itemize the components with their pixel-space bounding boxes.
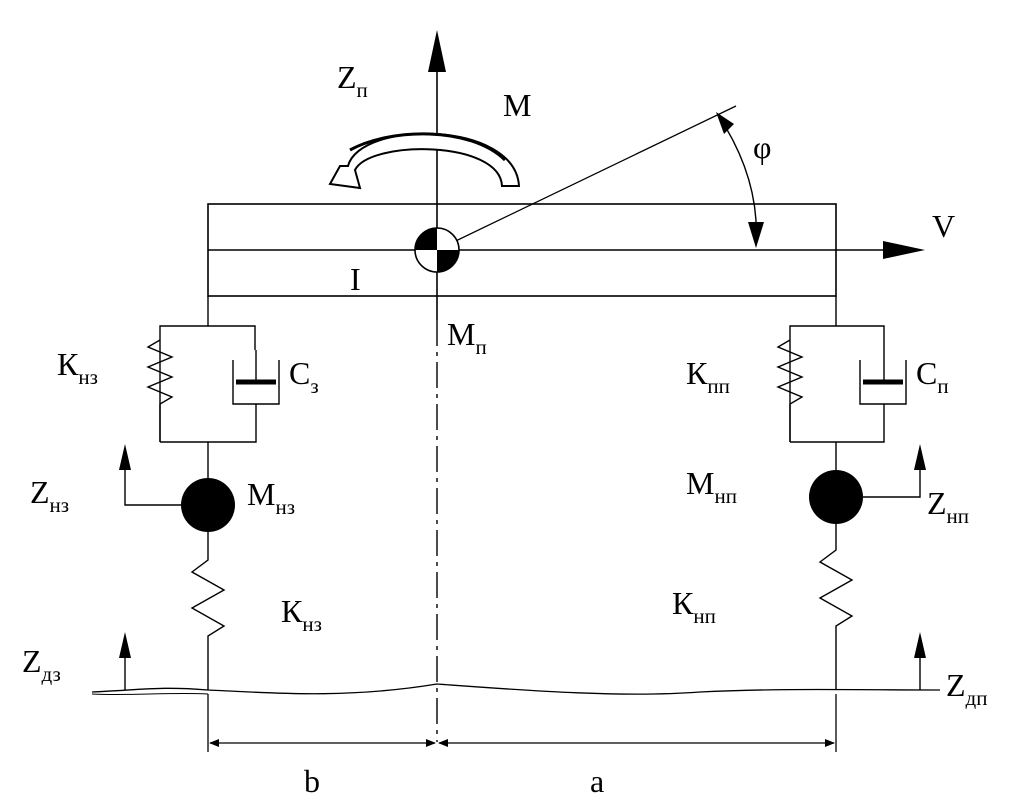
front-tire-spring xyxy=(818,524,854,690)
z-rear-wheel-label: Zнз xyxy=(30,474,69,517)
angle-label: φ xyxy=(753,129,771,165)
front-wheel-mass xyxy=(809,470,863,524)
rear-suspension xyxy=(146,296,280,482)
z-body-label: Zп xyxy=(337,59,368,102)
front-road-z-arrow xyxy=(914,632,926,690)
c-rear-label: Сз xyxy=(289,355,319,398)
k-front-suspension-label: Кпп xyxy=(686,355,730,398)
z-front-road-label: Zдп xyxy=(946,667,987,710)
moment-label: M xyxy=(503,87,531,123)
z-front-wheel-label: Zнп xyxy=(927,485,969,528)
angle-arrow-bottom xyxy=(748,222,764,248)
k-rear-tire-label: Кнз xyxy=(281,593,322,636)
rear-tire-spring xyxy=(190,532,226,690)
inertia-label: I xyxy=(350,261,361,297)
body-mass-label: Mп xyxy=(447,316,487,359)
dimension-b-label: b xyxy=(304,763,320,799)
z-axis-arrowhead xyxy=(428,30,446,72)
pitch-line xyxy=(436,105,737,251)
dimension-a-label: a xyxy=(590,763,604,799)
c-front-label: Сп xyxy=(916,355,949,398)
front-suspension xyxy=(776,296,907,472)
road-profile xyxy=(91,683,941,695)
angle-arrow-top xyxy=(716,112,734,134)
moment-arrow-icon xyxy=(328,132,521,190)
road-profile-2 xyxy=(91,692,209,696)
rear-road-z-arrow xyxy=(119,632,131,690)
velocity-arrowhead xyxy=(883,241,925,259)
front-wheel-z-arrow xyxy=(863,444,926,498)
m-front-wheel-label: Mнп xyxy=(686,465,737,508)
z-rear-road-label: Zдз xyxy=(22,643,61,686)
rear-wheel-mass xyxy=(181,478,235,532)
center-of-gravity-icon xyxy=(414,227,460,273)
m-rear-wheel-label: Mнз xyxy=(247,476,295,519)
velocity-label: V xyxy=(932,208,955,244)
k-rear-suspension-label: Кнз xyxy=(57,346,98,389)
rear-wheel-z-arrow xyxy=(119,444,181,506)
k-front-tire-label: Кнп xyxy=(672,585,716,628)
